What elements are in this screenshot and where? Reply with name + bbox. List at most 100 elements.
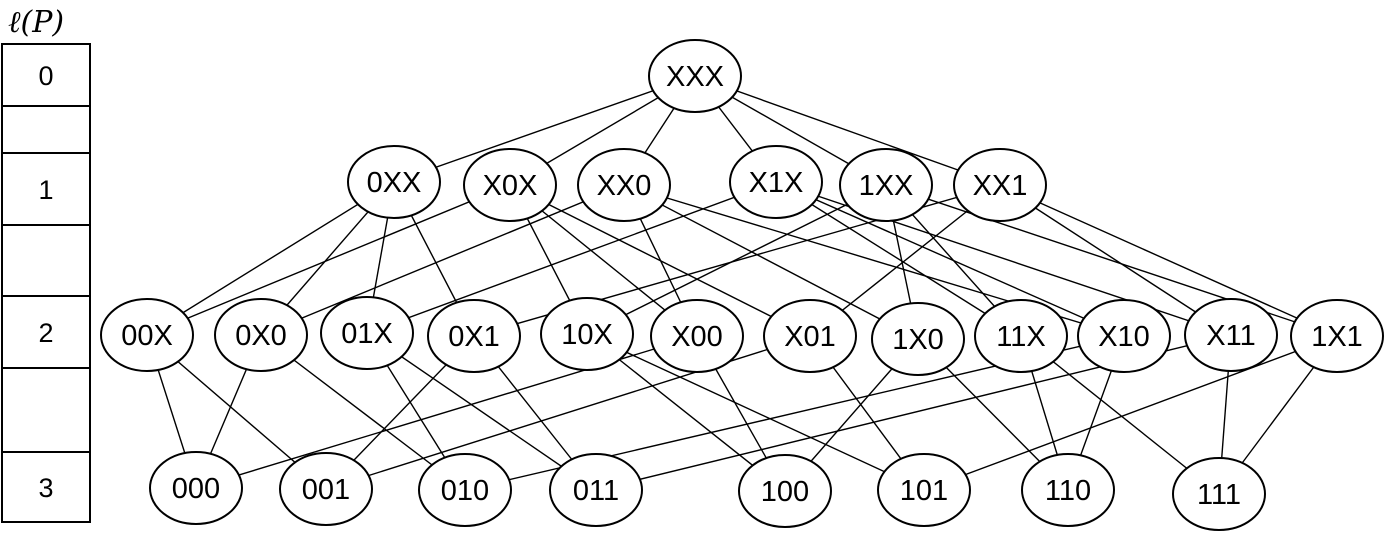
node-ellipse	[953, 148, 1047, 222]
node-label: 1XX	[859, 170, 914, 202]
node-XX0: XX0	[577, 148, 671, 222]
node-label: 0XX	[367, 167, 422, 199]
edge-XX1-1X1	[999, 184, 1338, 337]
node-ellipse	[214, 298, 308, 372]
node-ellipse	[100, 298, 194, 372]
node-label: 0X0	[235, 320, 287, 352]
level-row	[1, 105, 91, 154]
node-001: 001	[279, 452, 373, 526]
node-label: 1X0	[892, 324, 944, 356]
node-ellipse	[871, 302, 965, 376]
node-label: 110	[1045, 475, 1091, 507]
node-101: 101	[877, 453, 971, 527]
node-label: 100	[761, 476, 809, 508]
node-X01: X01	[763, 299, 857, 373]
level-row-label: 0	[38, 61, 53, 91]
node-label: 011	[573, 475, 619, 507]
level-row	[1, 224, 91, 297]
node-0X0: 0X0	[214, 298, 308, 372]
node-ellipse	[763, 299, 857, 373]
node-X1X: X1X	[729, 145, 823, 219]
level-row-label: 1	[38, 175, 53, 205]
node-label: X01	[784, 321, 836, 353]
node-00X: 00X	[100, 298, 194, 372]
node-ellipse	[577, 148, 671, 222]
node-label: X0X	[483, 170, 538, 202]
edge-X1X-01X	[366, 181, 777, 334]
edge-XXX-XX1	[694, 75, 1001, 186]
node-ellipse	[648, 39, 742, 113]
node-label: XX0	[597, 170, 652, 202]
node-ellipse	[729, 145, 823, 219]
node-ellipse	[738, 454, 832, 528]
node-0X1: 0X1	[427, 299, 521, 373]
edge-X1X-X10	[775, 181, 1125, 337]
node-10X: 10X	[540, 297, 634, 371]
node-ellipse	[347, 145, 441, 219]
node-X0X: X0X	[463, 148, 557, 222]
edge-1XX-10X	[586, 184, 887, 335]
edge-01X-011	[366, 332, 597, 491]
edge-XX0-0X0	[260, 184, 625, 336]
edge-X0X-00X	[146, 184, 511, 336]
node-label: 01X	[341, 318, 393, 350]
node-XXX: XXX	[648, 39, 742, 113]
node-1X0: 1X0	[871, 302, 965, 376]
node-010: 010	[418, 453, 512, 527]
node-ellipse	[427, 299, 521, 373]
node-ellipse	[463, 148, 557, 222]
node-ellipse	[279, 452, 373, 526]
node-label: 000	[172, 473, 220, 505]
node-X11: X11	[1184, 298, 1278, 372]
node-ellipse	[877, 453, 971, 527]
node-label: 00X	[121, 320, 173, 352]
level-row-label: 2	[38, 318, 53, 348]
node-ellipse	[974, 299, 1068, 373]
level-row	[1, 43, 91, 107]
node-label: 11X	[996, 321, 1045, 353]
node-label: X00	[671, 321, 723, 353]
node-ellipse	[1077, 299, 1171, 373]
node-ellipse	[1021, 453, 1115, 527]
node-0XX: 0XX	[347, 145, 441, 219]
node-label: X11	[1206, 320, 1255, 352]
node-label: XX1	[973, 170, 1028, 202]
level-row-label: 3	[38, 473, 53, 503]
node-label: 10X	[561, 319, 613, 351]
edge-X1X-11X	[775, 181, 1022, 337]
node-label: 001	[302, 474, 350, 506]
edge-1X1-101	[923, 335, 1338, 491]
node-000: 000	[149, 451, 243, 525]
edge-XX1-X11	[999, 184, 1232, 336]
node-X00: X00	[650, 299, 744, 373]
node-111: 111	[1172, 457, 1266, 531]
node-ellipse	[839, 148, 933, 222]
level-axis: ℓ(P) 0 1 2 3	[1, 5, 91, 523]
node-100: 100	[738, 454, 832, 528]
edges	[146, 75, 1338, 495]
node-label: 111	[1197, 479, 1241, 511]
node-ellipse	[1290, 299, 1384, 373]
level-row	[1, 451, 91, 523]
edge-XXX-0XX	[393, 75, 696, 183]
node-ellipse	[549, 453, 643, 527]
node-ellipse	[1172, 457, 1266, 531]
level-row	[1, 367, 91, 453]
node-01X: 01X	[320, 296, 414, 370]
node-ellipse	[320, 296, 414, 370]
node-X10: X10	[1077, 299, 1171, 373]
level-axis-title: ℓ(P)	[8, 5, 64, 40]
node-11X: 11X	[974, 299, 1068, 373]
node-label: 010	[441, 475, 489, 507]
node-XX1: XX1	[953, 148, 1047, 222]
node-1X1: 1X1	[1290, 299, 1384, 373]
node-ellipse	[149, 451, 243, 525]
node-011: 011	[549, 453, 643, 527]
level-row	[1, 152, 91, 226]
node-label: 101	[900, 475, 948, 507]
node-ellipse	[1184, 298, 1278, 372]
edge-XX0-1X0	[623, 184, 919, 340]
node-label: X1X	[749, 167, 804, 199]
node-label: 1X1	[1311, 321, 1363, 353]
